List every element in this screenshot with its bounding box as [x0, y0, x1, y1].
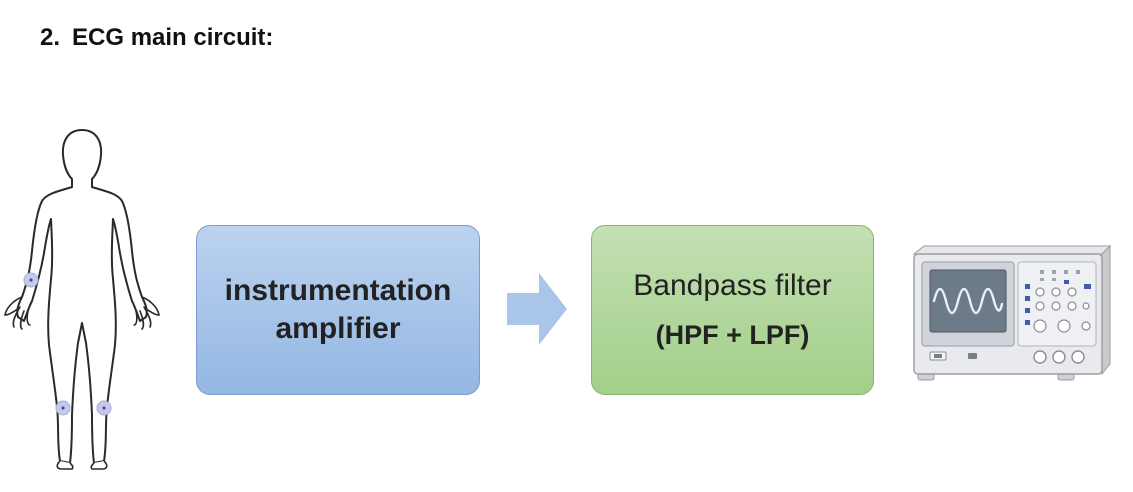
section-title: ECG main circuit: [72, 24, 274, 51]
waveform-trace [932, 287, 1004, 315]
instrumentation-amplifier-block: instrumentation amplifier [196, 225, 480, 395]
bandpass-filter-block: Bandpass filter (HPF + LPF) [591, 225, 874, 395]
bandpass-filter-subtitle: (HPF + LPF) [655, 320, 810, 350]
section-number: 2. [40, 24, 61, 51]
oscilloscope-icon [912, 244, 1112, 381]
amplifier-label-line1: instrumentation [224, 274, 452, 307]
bandpass-filter-title: Bandpass filter [633, 269, 832, 302]
page-title: 2. ECG main circuit: [40, 24, 273, 52]
right-arrow-icon [507, 273, 567, 345]
human-figure-icon [4, 129, 160, 470]
amplifier-label-line2: amplifier [275, 312, 401, 345]
